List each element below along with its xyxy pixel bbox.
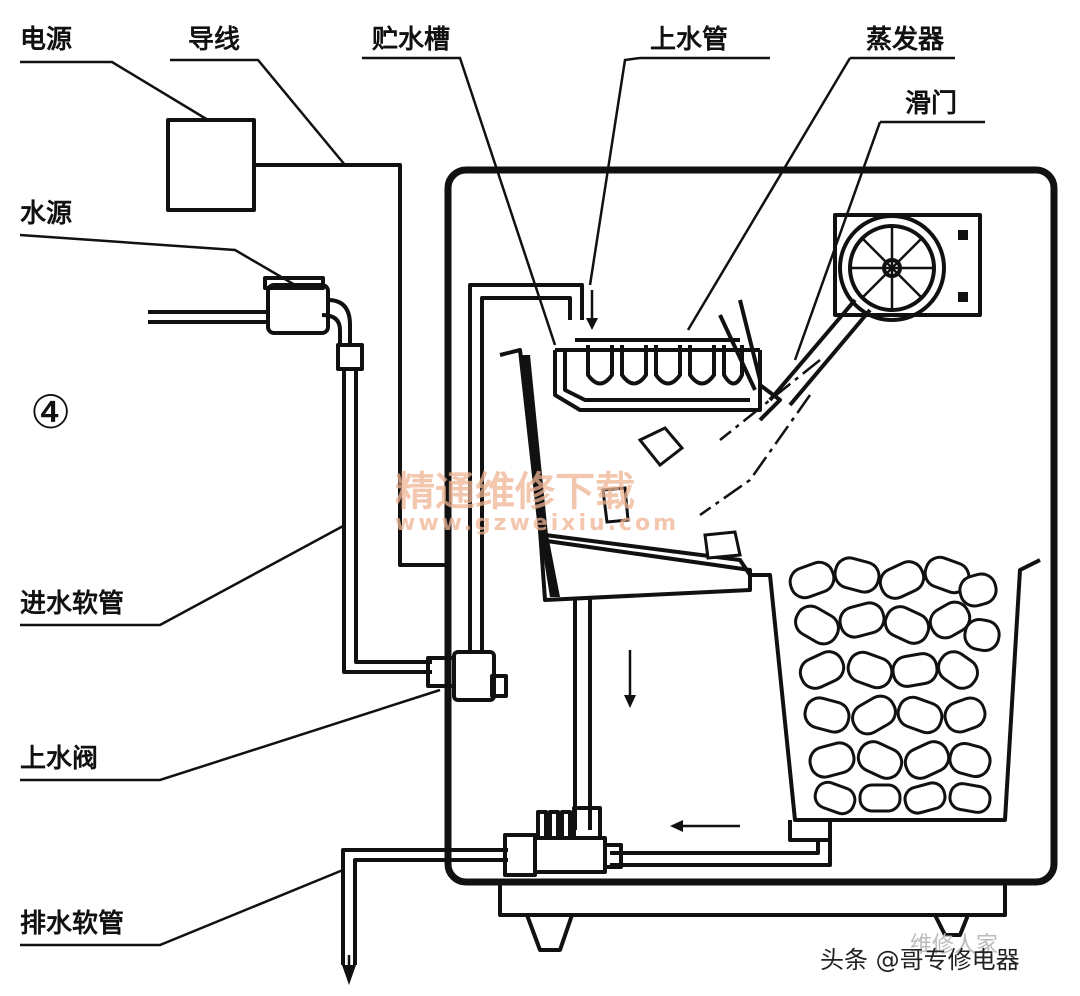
supply-pipe — [468, 283, 598, 652]
label-supply-pipe: 上水管 — [650, 25, 728, 55]
watermark: 精通维修下载 www.gzweixiu.com — [395, 468, 679, 536]
cabinet — [444, 166, 1058, 952]
evaporator-fingers — [575, 338, 744, 386]
label-power: 电源 — [20, 25, 72, 55]
flow-arrows — [624, 650, 740, 832]
label-water-source: 水源 — [20, 199, 72, 229]
label-inlet-valve: 上水阀 — [20, 744, 98, 774]
watermark-text: 精通维修下载 — [395, 468, 635, 515]
motor-mechanism — [833, 213, 982, 322]
label-slide-door: 滑门 — [905, 89, 957, 119]
credit: 维修人家 头条 @哥专修电器 — [820, 933, 1020, 974]
faucet — [148, 276, 364, 371]
ice-chute — [499, 348, 752, 830]
ice-bin — [750, 558, 1041, 842]
power-wire — [254, 163, 448, 567]
label-inlet-hose: 进水软管 — [20, 589, 124, 619]
label-drain-hose: 排水软管 — [20, 909, 124, 939]
label-water-tank: 贮水槽 — [372, 25, 450, 55]
slide-door — [718, 298, 872, 422]
label-evaporator: 蒸发器 — [866, 24, 945, 55]
inlet-hose — [342, 369, 432, 674]
labels: 电源 导线 贮水槽 上水管 蒸发器 滑门 水源 进水软管 上水阀 排水软管 ④ — [20, 24, 957, 939]
watermark-url: www.gzweixiu.com — [395, 511, 679, 536]
leader-lines — [19, 56, 985, 947]
power-box — [166, 118, 256, 212]
credit-text: 头条 @哥专修电器 — [820, 946, 1020, 974]
drain-pump — [503, 806, 623, 877]
ice-trajectory — [699, 359, 821, 517]
falling-ice — [601, 426, 742, 560]
stored-ice — [788, 555, 1001, 816]
figure-number: ④ — [30, 385, 71, 439]
inlet-valve — [426, 650, 508, 702]
credit-faint: 维修人家 — [910, 933, 998, 958]
drain-line — [341, 840, 832, 985]
label-wire: 导线 — [188, 25, 240, 55]
